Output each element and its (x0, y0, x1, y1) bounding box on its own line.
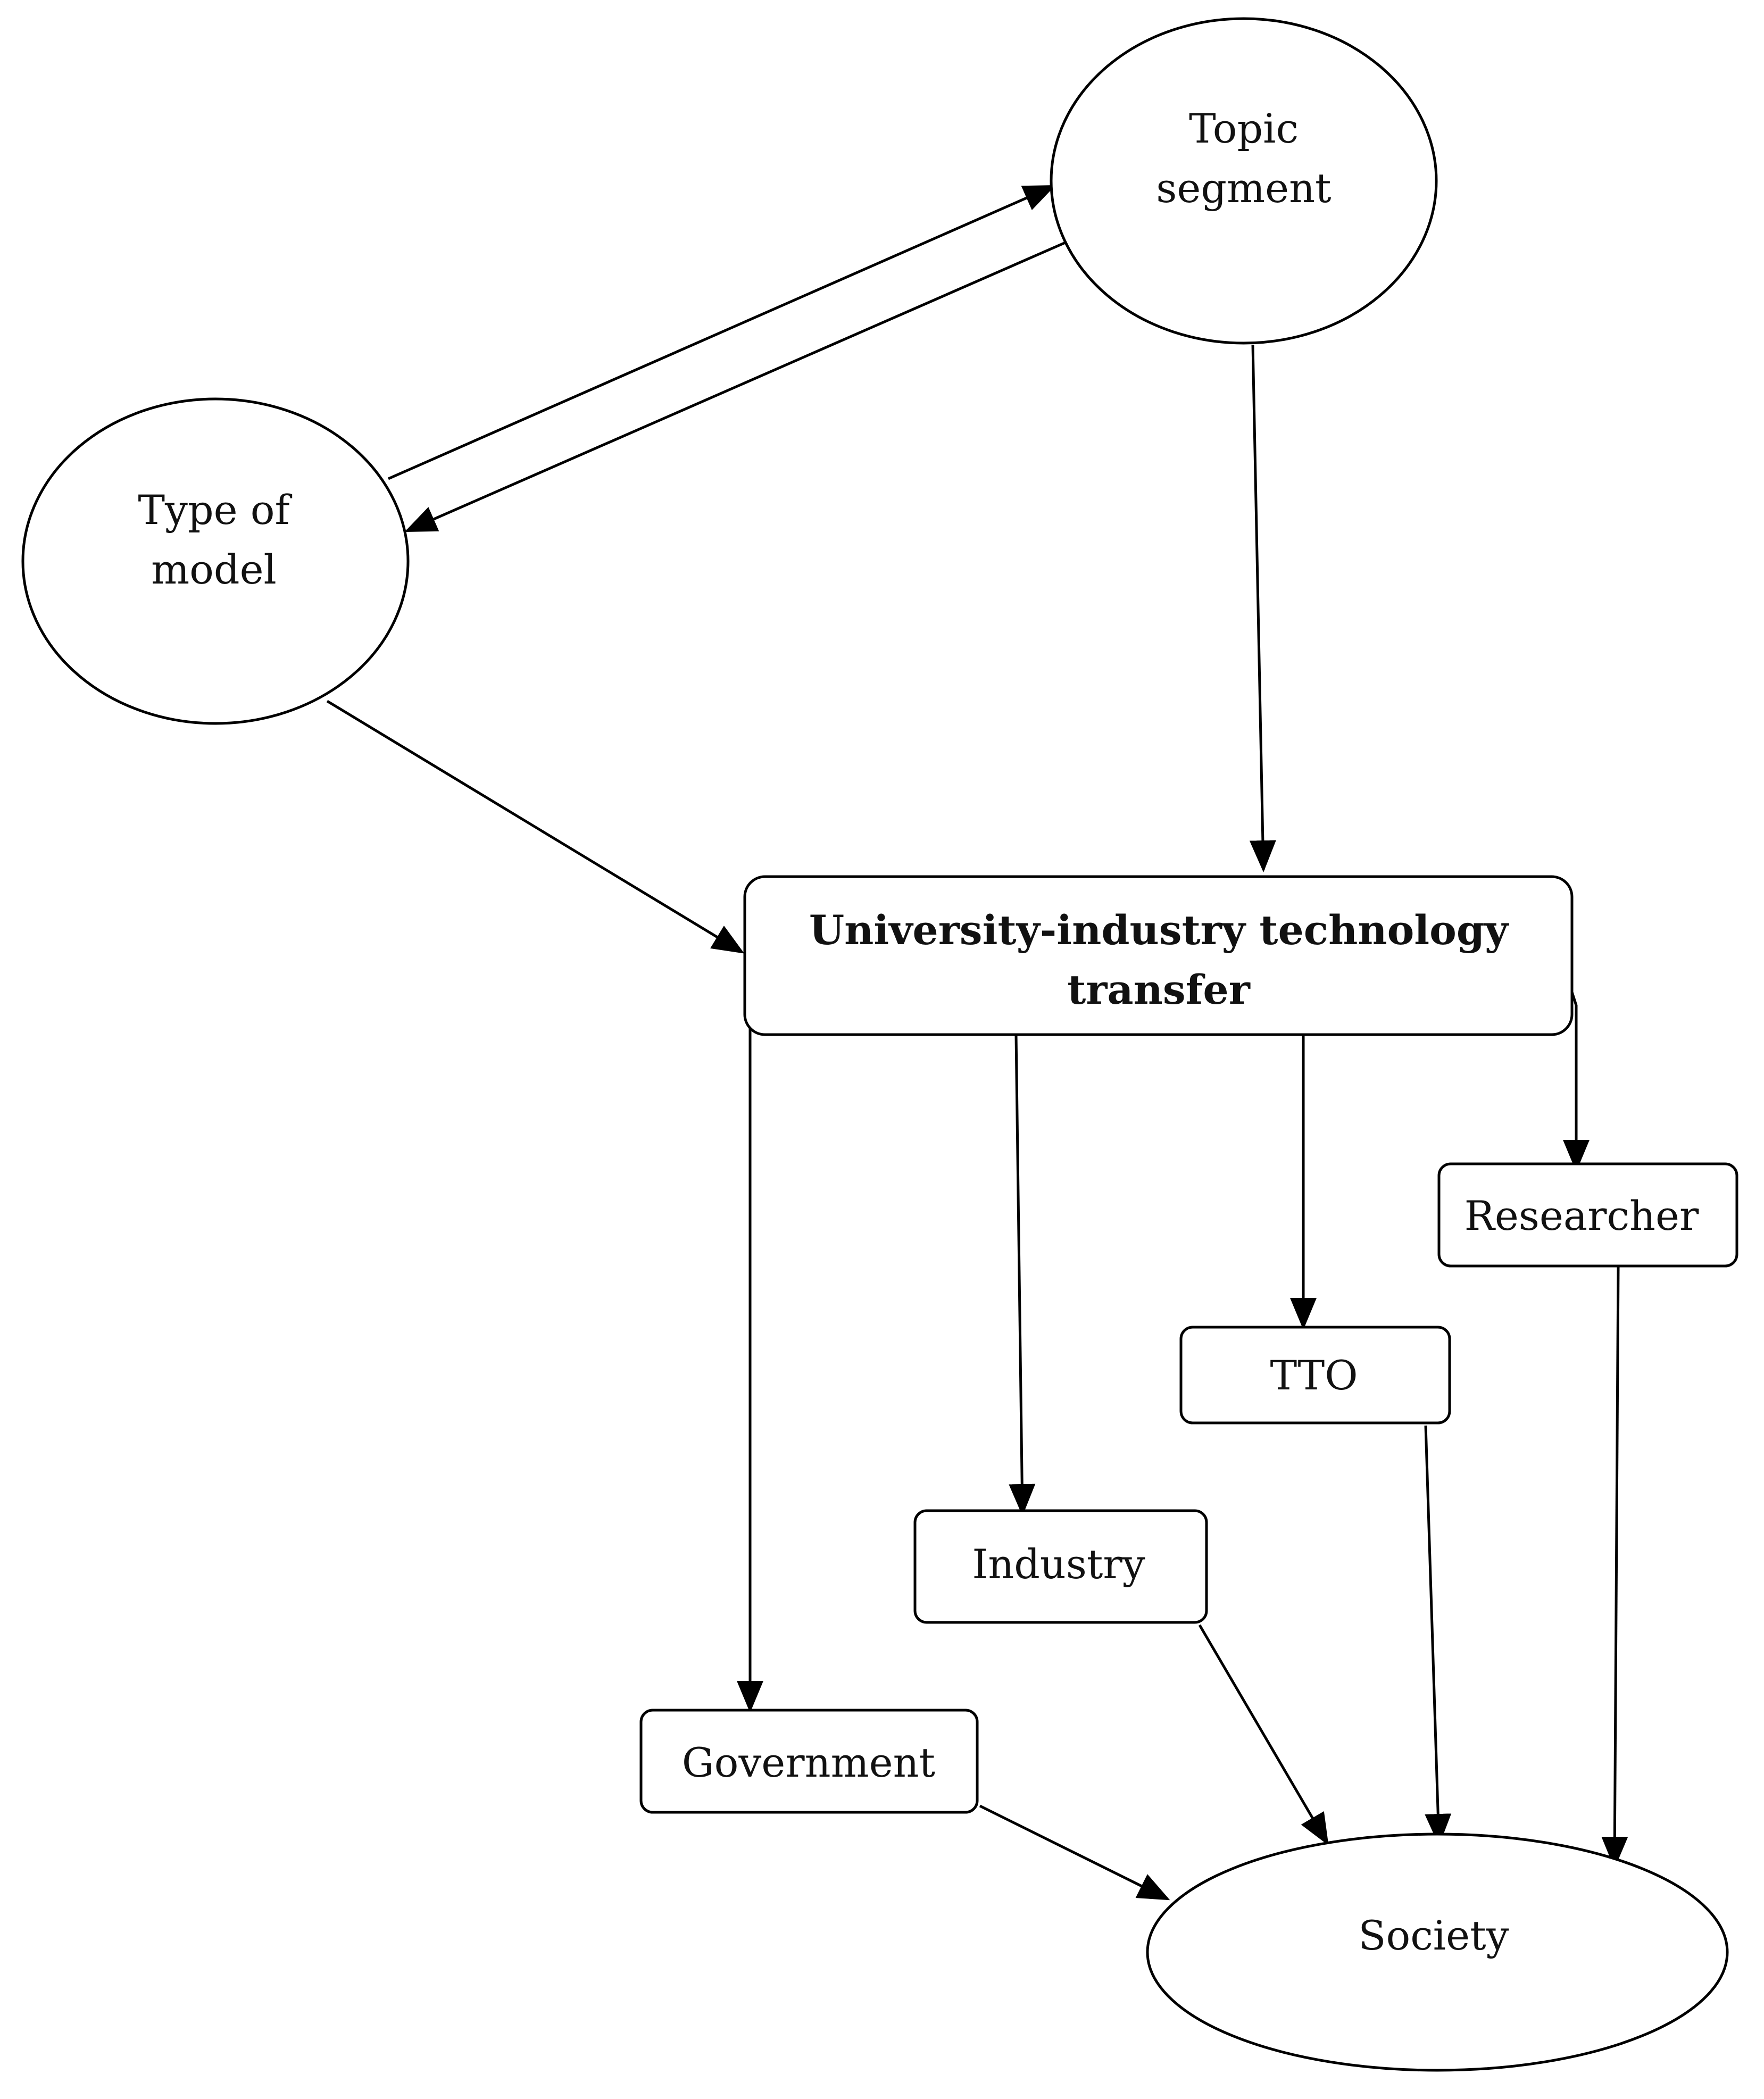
tto-label: TTO (1270, 1352, 1358, 1399)
node-uitt: University-industry technology transfer (743, 875, 1574, 1036)
government-box (639, 1709, 979, 1814)
edge-topic-segment-to-type-of-model (404, 240, 1068, 532)
topic-segment-label-line2: segment (1156, 164, 1331, 212)
type-of-model-label-line2: model (151, 546, 277, 593)
uitt-label-line2: transfer (1067, 966, 1250, 1013)
society-label: Society (1358, 1912, 1509, 1959)
uitt-label-line1: University-industry technology (809, 906, 1509, 954)
researcher-box (1437, 1162, 1738, 1268)
government-label: Government (682, 1739, 935, 1786)
topic-segment-ellipse (1050, 17, 1438, 345)
edge-tto-to-society (1424, 1425, 1452, 1846)
edge-researcher-to-society (1601, 1267, 1628, 1869)
type-of-model-ellipse (21, 397, 410, 725)
node-topic-segment: Topic segment (1050, 17, 1438, 345)
node-society: Society (1146, 1833, 1729, 2072)
edge-industry-to-society (1198, 1624, 1329, 1846)
topic-segment-label-line1: Topic (1189, 105, 1299, 152)
node-researcher: Researcher (1437, 1162, 1738, 1268)
edge-uitt-to-researcher (1563, 992, 1590, 1172)
edge-type-of-model-to-topic-segment (387, 185, 1056, 480)
edges (326, 185, 1628, 1901)
industry-label: Industry (972, 1540, 1145, 1588)
edge-type-of-model-to-uitt (326, 699, 745, 954)
node-tto: TTO (1179, 1326, 1451, 1425)
researcher-label: Researcher (1465, 1192, 1699, 1239)
tto-box (1179, 1326, 1451, 1425)
industry-box (913, 1509, 1208, 1624)
edge-government-to-society (979, 1804, 1170, 1901)
node-industry: Industry (913, 1509, 1208, 1624)
node-type-of-model: Type of model (21, 397, 410, 725)
edge-topic-segment-to-uitt (1249, 344, 1276, 872)
edge-uitt-to-industry (1009, 1034, 1036, 1516)
society-ellipse (1146, 1833, 1729, 2072)
uitt-box (743, 875, 1574, 1036)
type-of-model-label-line1: Type of (138, 486, 292, 534)
node-government: Government (639, 1709, 979, 1814)
